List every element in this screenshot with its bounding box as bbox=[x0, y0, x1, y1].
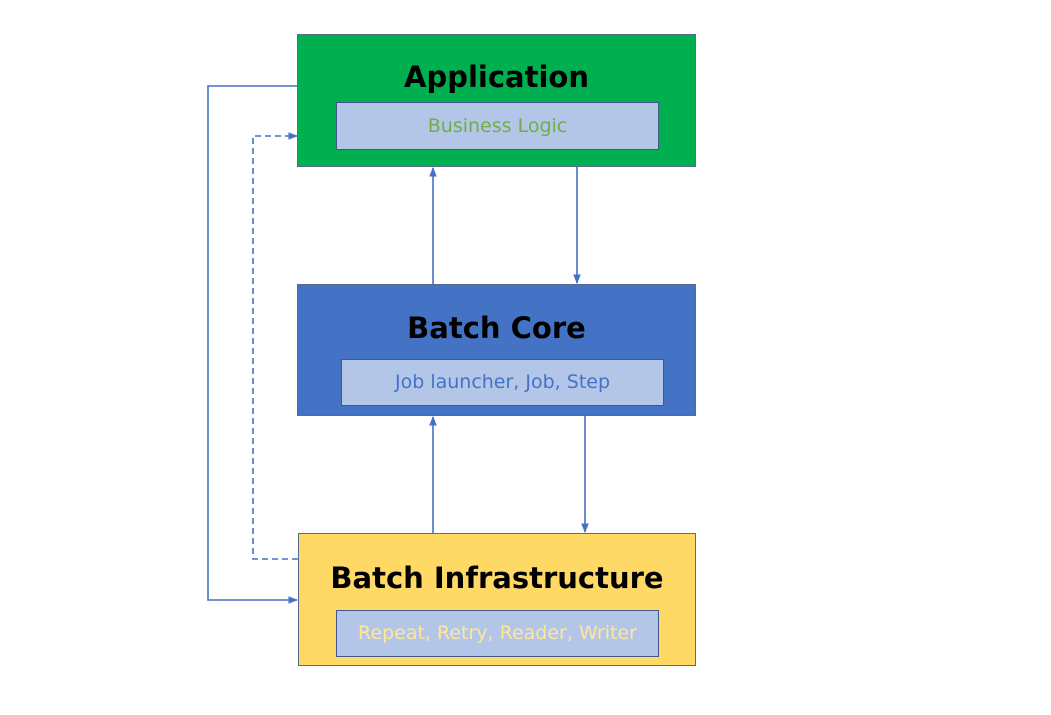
application-title: Application bbox=[404, 60, 589, 94]
batch-core-title: Batch Core bbox=[407, 311, 586, 345]
application-layer: Application Business Logic bbox=[297, 34, 696, 167]
business-logic-box: Business Logic bbox=[336, 102, 659, 150]
batch-core-layer: Batch Core Job launcher, Job, Step bbox=[297, 284, 696, 416]
batch-infrastructure-layer: Batch Infrastructure Repeat, Retry, Read… bbox=[298, 533, 696, 666]
arrow-application-to-infrastructure bbox=[207, 85, 298, 604]
batch-infrastructure-title: Batch Infrastructure bbox=[330, 561, 664, 595]
job-launcher-box: Job launcher, Job, Step bbox=[341, 359, 664, 406]
repeat-retry-box: Repeat, Retry, Reader, Writer bbox=[336, 610, 659, 657]
dashed-arrow-infrastructure-to-application bbox=[252, 132, 298, 560]
